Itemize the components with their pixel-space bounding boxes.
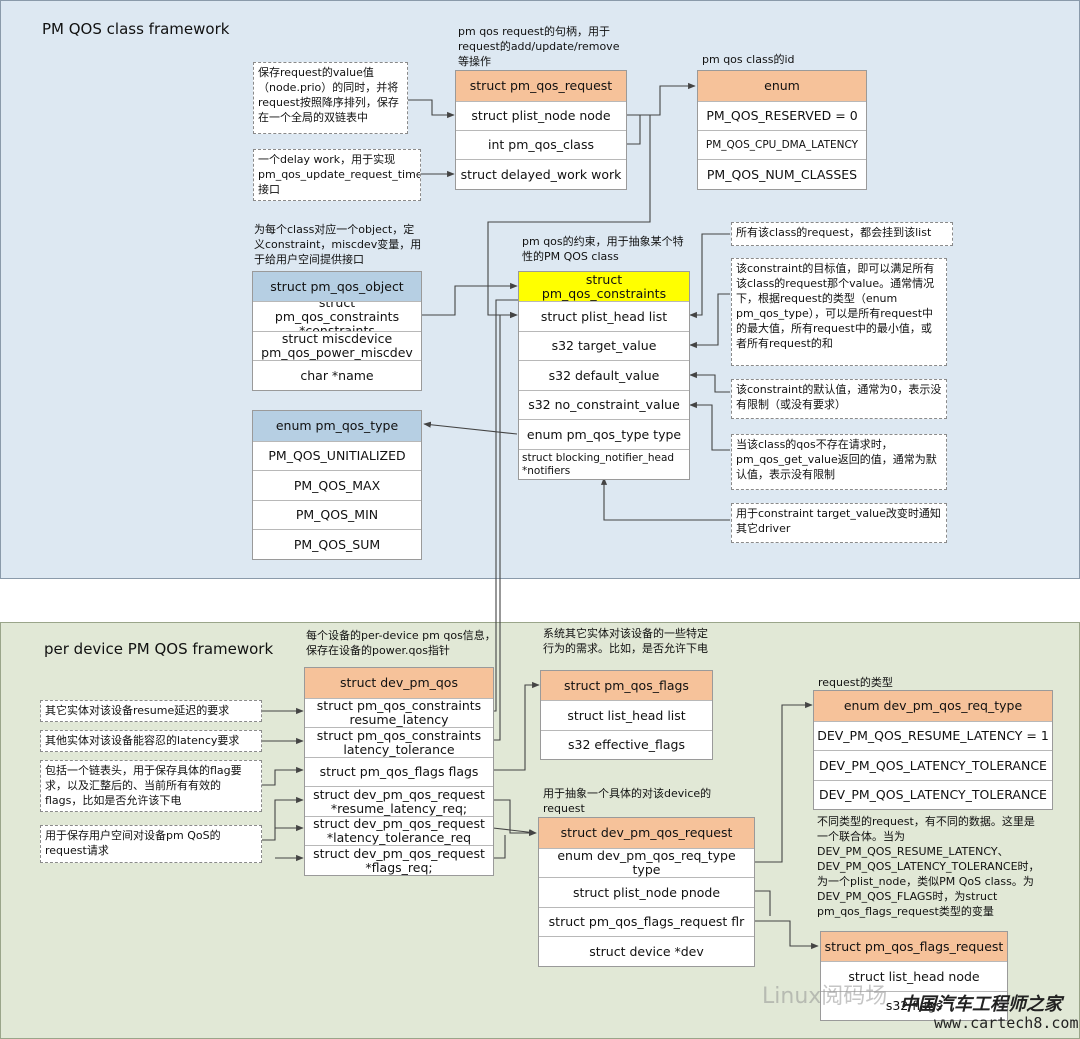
- struct-header: struct pm_qos_constraints: [519, 272, 689, 301]
- struct-field: enum dev_pm_qos_req_type type: [539, 848, 754, 877]
- struct-header: struct dev_pm_qos: [305, 668, 493, 698]
- flags-note: 包括一个链表头，用于保存具体的flag要求，以及汇整后的、当前所有有效的flag…: [40, 760, 262, 812]
- enum-value: DEV_PM_QOS_RESUME_LATENCY = 1: [814, 721, 1052, 750]
- struct-field: s32 default_value: [519, 360, 689, 390]
- struct-field: struct list_head node: [821, 961, 1007, 991]
- watermark-cn: 中国汽车工程师之家: [900, 994, 1062, 1015]
- struct-field: struct delayed_work work: [456, 159, 626, 189]
- struct-field: struct list_head list: [541, 700, 712, 730]
- struct-header: struct pm_qos_request: [456, 71, 626, 101]
- constraints-description-label: pm qos的约束，用于抽象某个特性的PM QOS class: [522, 235, 684, 263]
- enum-header: enum pm_qos_type: [253, 411, 421, 441]
- delayed-work-note: 一个delay work，用于实现pm_qos_update_request_t…: [253, 149, 421, 201]
- struct-field: s32 flags: [821, 991, 1007, 1020]
- struct-field: s32 effective_flags: [541, 730, 712, 759]
- resume-latency-note: 其它实体对该设备resume延迟的要求: [40, 700, 262, 722]
- flags-description-label: 系统其它实体对该设备的一些特定行为的需求。比如，是否允许下电: [543, 627, 708, 655]
- pm-qos-request-struct: struct pm_qos_request struct plist_node …: [455, 70, 627, 190]
- struct-header: struct dev_pm_qos_request: [539, 818, 754, 848]
- struct-field: struct dev_pm_qos_request *flags_req;: [305, 845, 493, 875]
- struct-header: struct pm_qos_flags: [541, 671, 712, 700]
- req-type-label: request的类型: [818, 676, 893, 689]
- struct-field: struct pm_qos_constraints *constraints: [253, 301, 421, 331]
- dev-pm-qos-request-struct: struct dev_pm_qos_request enum dev_pm_qo…: [538, 817, 755, 967]
- struct-field: struct pm_qos_flags_request flr: [539, 907, 754, 936]
- top-framework-title: PM QOS class framework: [42, 20, 230, 38]
- struct-field: struct plist_node pnode: [539, 877, 754, 907]
- struct-field: struct dev_pm_qos_request *resume_latenc…: [305, 786, 493, 816]
- object-description-label: 为每个class对应一个object，定义constraint，miscdev变…: [254, 223, 422, 266]
- struct-field: struct device *dev: [539, 936, 754, 966]
- latency-tolerance-note: 其他实体对该设备能容忍的latency要求: [40, 730, 262, 752]
- pm-qos-flags-request-struct: struct pm_qos_flags_request struct list_…: [820, 931, 1008, 1021]
- user-request-note: 用于保存用户空间对设备pm QoS的request请求: [40, 825, 262, 863]
- no-constraint-note: 当该class的qos不存在请求时，pm_qos_get_value返回的值，通…: [731, 434, 947, 490]
- pm-qos-constraints-struct: struct pm_qos_constraints struct plist_h…: [518, 271, 690, 480]
- struct-field: struct pm_qos_constraints resume_latency: [305, 698, 493, 727]
- enum-value: DEV_PM_QOS_LATENCY_TOLERANCE: [814, 750, 1052, 780]
- default-value-note: 该constraint的默认值，通常为0，表示没有限制（或没有要求）: [731, 379, 947, 419]
- notifier-note: 用于constraint target_value改变时通知其它driver: [731, 503, 947, 543]
- enum-value: PM_QOS_MIN: [253, 500, 421, 529]
- struct-header: struct pm_qos_object: [253, 272, 421, 301]
- dev-request-description-label: 用于抽象一个具体的对该device的request: [543, 787, 712, 815]
- pm-qos-type-enum: enum pm_qos_type PM_QOS_UNITIALIZED PM_Q…: [252, 410, 422, 560]
- pm-qos-object-struct: struct pm_qos_object struct pm_qos_const…: [252, 271, 422, 391]
- struct-header: struct pm_qos_flags_request: [821, 932, 1007, 961]
- enum-header: enum: [698, 71, 866, 101]
- dev-pm-qos-struct: struct dev_pm_qos struct pm_qos_constrai…: [304, 667, 494, 876]
- enum-value: PM_QOS_NUM_CLASSES: [698, 159, 866, 189]
- struct-field: struct plist_node node: [456, 101, 626, 130]
- struct-field: s32 target_value: [519, 331, 689, 360]
- enum-value: PM_QOS_MAX: [253, 470, 421, 500]
- value-note: 保存request的value值（node.prio）的同时，并将request…: [253, 62, 408, 134]
- enum-value: PM_QOS_CPU_DMA_LATENCY: [698, 130, 866, 159]
- struct-field: s32 no_constraint_value: [519, 390, 689, 419]
- enum-header: enum dev_pm_qos_req_type: [814, 691, 1052, 721]
- struct-field: struct pm_qos_constraints latency_tolera…: [305, 727, 493, 757]
- enum-value: PM_QOS_UNITIALIZED: [253, 441, 421, 470]
- list-note: 所有该class的request，都会挂到该list: [731, 222, 953, 246]
- watermark-brand: Linux阅码场: [762, 984, 888, 1009]
- watermark-url: www.cartech8.com: [934, 1014, 1079, 1032]
- struct-field: struct plist_head list: [519, 301, 689, 331]
- target-value-note: 该constraint的目标值，即可以满足所有该class的request那个v…: [731, 258, 947, 366]
- request-description-label: pm qos request的句柄，用于request的add/update/r…: [458, 25, 620, 68]
- struct-field: struct blocking_notifier_head *notifiers: [519, 449, 689, 479]
- struct-field: int pm_qos_class: [456, 130, 626, 159]
- union-description-label: 不同类型的request，有不同的数据。这里是一个联合体。当为DEV_PM_QO…: [817, 815, 1040, 918]
- dev-pm-qos-req-type-enum: enum dev_pm_qos_req_type DEV_PM_QOS_RESU…: [813, 690, 1053, 810]
- pm-qos-flags-struct: struct pm_qos_flags struct list_head lis…: [540, 670, 713, 760]
- pm-qos-class-enum: enum PM_QOS_RESERVED = 0 PM_QOS_CPU_DMA_…: [697, 70, 867, 190]
- struct-field: enum pm_qos_type type: [519, 419, 689, 449]
- struct-field: char *name: [253, 360, 421, 390]
- struct-field: struct miscdevice pm_qos_power_miscdev: [253, 331, 421, 360]
- enum-value: PM_QOS_RESERVED = 0: [698, 101, 866, 130]
- class-id-label: pm qos class的id: [702, 53, 795, 66]
- bottom-framework-title: per device PM QOS framework: [44, 640, 274, 658]
- enum-value: PM_QOS_SUM: [253, 529, 421, 559]
- struct-field: struct dev_pm_qos_request *latency_toler…: [305, 816, 493, 845]
- dev-pm-qos-description-label: 每个设备的per-device pm qos信息，保存在设备的power.qos…: [306, 629, 496, 657]
- struct-field: struct pm_qos_flags flags: [305, 757, 493, 786]
- enum-value: DEV_PM_QOS_LATENCY_TOLERANCE: [814, 780, 1052, 809]
